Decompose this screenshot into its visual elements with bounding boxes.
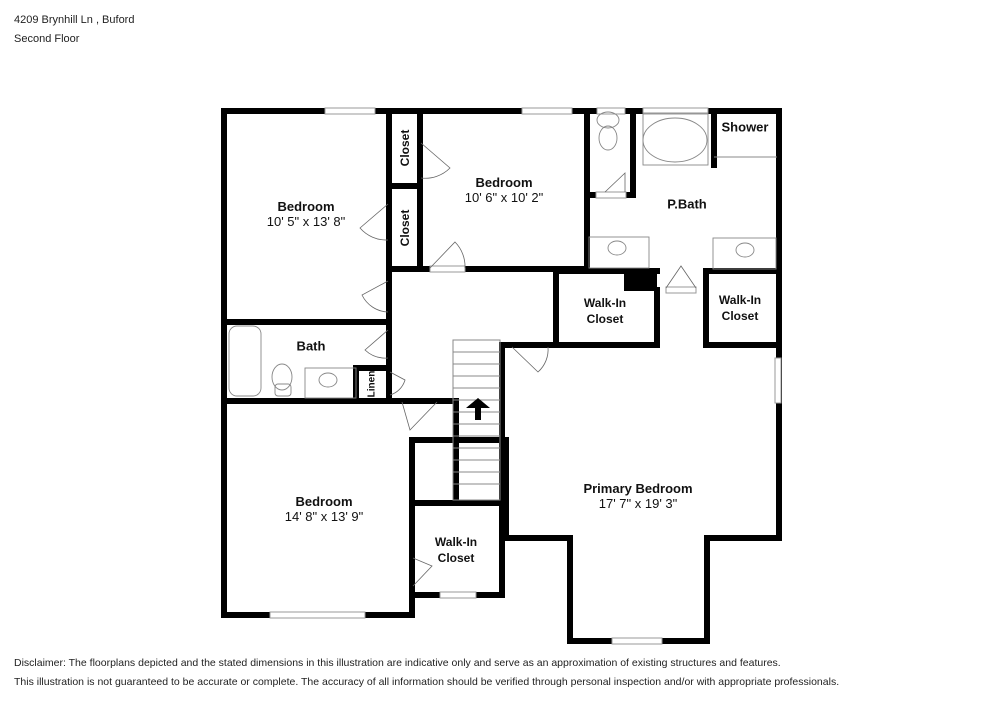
room-closet-upper: Closet [398, 129, 412, 167]
room-closet-lower: Closet [398, 209, 412, 247]
room-pbath: P.Bath [667, 196, 707, 212]
disclaimer-line-1: Disclaimer: The floorplans depicted and … [14, 657, 781, 669]
room-dimensions: 10' 5" x 13' 8" [266, 214, 346, 229]
room-walkin-closet-east: Walk-In Closet [719, 292, 761, 324]
windows [269, 107, 782, 645]
room-name: Walk-In [718, 293, 762, 307]
room-name: Bedroom [295, 494, 353, 509]
room-name: Primary Bedroom [583, 481, 693, 496]
chimney-block [624, 271, 657, 291]
room-bedroom-nw: Bedroom 10' 5" x 13' 8" [267, 199, 346, 229]
room-name: Bedroom [277, 199, 335, 214]
room-name: Walk-In [583, 296, 627, 310]
room-shower: Shower [721, 119, 769, 135]
room-linen: Linen [366, 370, 378, 398]
fixtures [228, 111, 777, 399]
floor-label: Second Floor [14, 33, 80, 45]
room-bedroom-sw: Bedroom 14' 8" x 13' 9" [285, 494, 364, 524]
room-name-2: Closet [586, 312, 624, 326]
room-name-2: Closet [721, 309, 759, 323]
room-dimensions: 14' 8" x 13' 9" [284, 509, 364, 524]
room-name: Bedroom [475, 175, 533, 190]
stair-up-arrow-icon [466, 398, 490, 420]
door-swings [359, 142, 697, 587]
room-bedroom-n: Bedroom 10' 6" x 10' 2" [465, 175, 544, 205]
room-walkin-closet-center: Walk-In Closet [584, 295, 626, 327]
room-bath: Bath [296, 338, 326, 354]
room-name-2: Closet [437, 551, 475, 565]
room-dimensions: 10' 6" x 10' 2" [464, 190, 544, 205]
room-primary-bedroom: Primary Bedroom 17' 7" x 19' 3" [583, 481, 692, 511]
room-name: Walk-In [434, 535, 478, 549]
room-walkin-closet-sw: Walk-In Closet [435, 534, 477, 566]
room-dimensions: 17' 7" x 19' 3" [598, 496, 678, 511]
disclaimer-line-2: This illustration is not guaranteed to b… [14, 676, 840, 688]
property-address: 4209 Brynhill Ln , Buford [14, 14, 135, 26]
